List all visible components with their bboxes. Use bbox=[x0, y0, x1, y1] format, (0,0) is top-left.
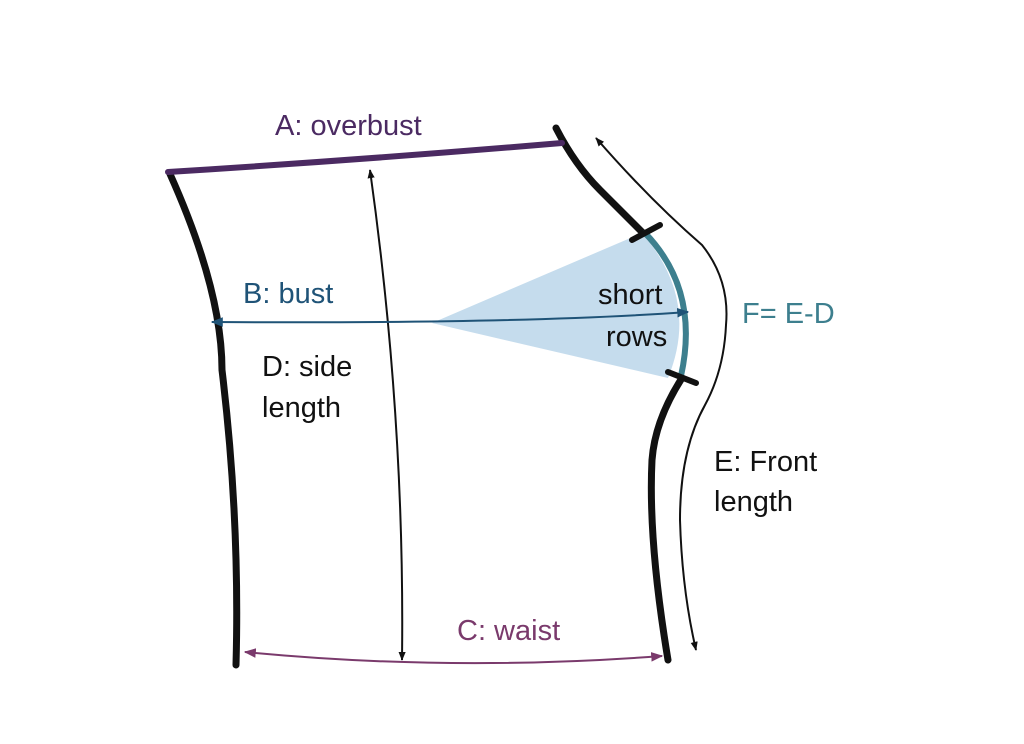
f-formula-label: F= E-D bbox=[742, 298, 835, 330]
front-length-label-line1: E: Front bbox=[714, 446, 817, 478]
front-outline-lower bbox=[647, 374, 686, 664]
side-seam-line bbox=[166, 170, 241, 669]
short-rows-label-line1: short bbox=[598, 279, 662, 311]
side-length-label-line1: D: side bbox=[262, 351, 352, 383]
overbust-label: A: overbust bbox=[275, 110, 422, 142]
front-outline-upper bbox=[552, 124, 647, 237]
waist-arrow bbox=[243, 648, 664, 665]
front-length-arrow bbox=[595, 137, 728, 651]
overbust-line bbox=[165, 140, 565, 175]
side-length-label-line2: length bbox=[262, 392, 341, 424]
side-length-arrow bbox=[367, 169, 406, 661]
front-length-label-line2: length bbox=[714, 486, 793, 518]
waist-label: C: waist bbox=[457, 615, 560, 647]
short-rows-label-line2: rows bbox=[606, 321, 667, 353]
bust-label: B: bust bbox=[243, 278, 333, 310]
